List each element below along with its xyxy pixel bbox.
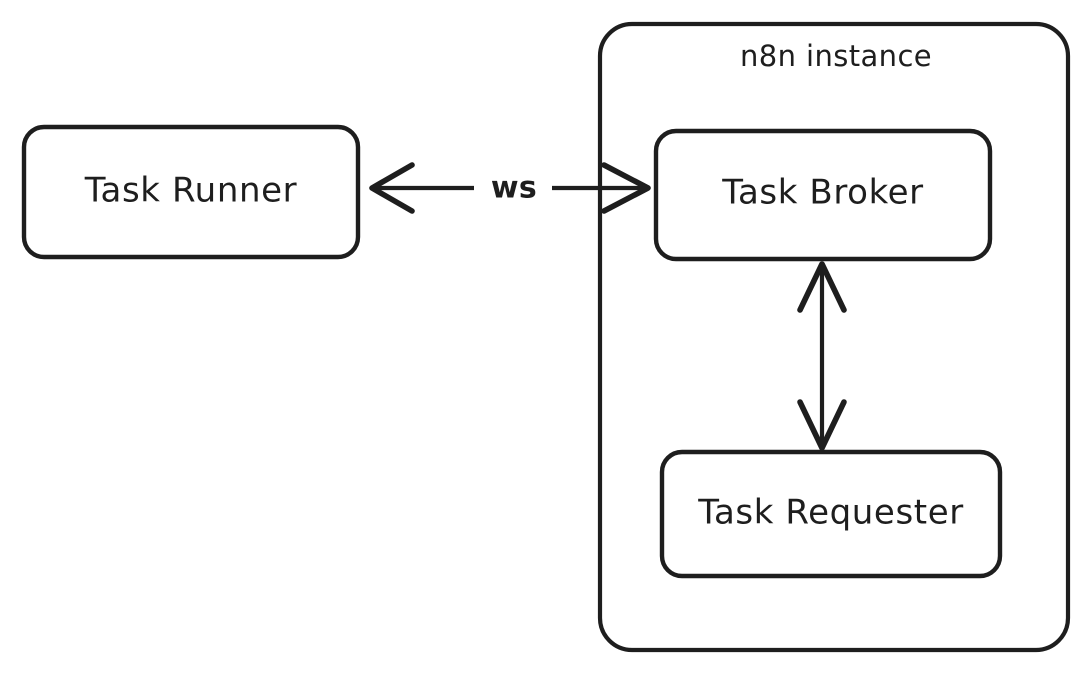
task-requester-box bbox=[659, 449, 1003, 579]
edge-label-ws: ws bbox=[491, 171, 537, 206]
node-task-runner[interactable]: Task Runner bbox=[21, 124, 361, 260]
edge-broker-requester[interactable] bbox=[797, 261, 847, 451]
arrow-head-left bbox=[369, 162, 415, 214]
node-task-requester[interactable]: Task Requester bbox=[659, 449, 1003, 579]
task-broker-box bbox=[653, 128, 993, 262]
task-broker-label: Task Broker bbox=[721, 173, 924, 213]
task-requester-label: Task Requester bbox=[697, 493, 964, 533]
arrow-head-right bbox=[601, 162, 651, 214]
n8n-instance-label: n8n instance bbox=[740, 39, 932, 73]
edge-label-backdrop bbox=[486, 170, 542, 206]
node-task-broker[interactable]: Task Broker bbox=[653, 128, 993, 262]
edge-runner-broker[interactable]: ws bbox=[369, 162, 651, 214]
task-runner-label: Task Runner bbox=[84, 171, 297, 211]
task-runner-box bbox=[21, 124, 361, 260]
arrow-head-up bbox=[797, 261, 847, 313]
arrow-head-down bbox=[797, 399, 847, 451]
